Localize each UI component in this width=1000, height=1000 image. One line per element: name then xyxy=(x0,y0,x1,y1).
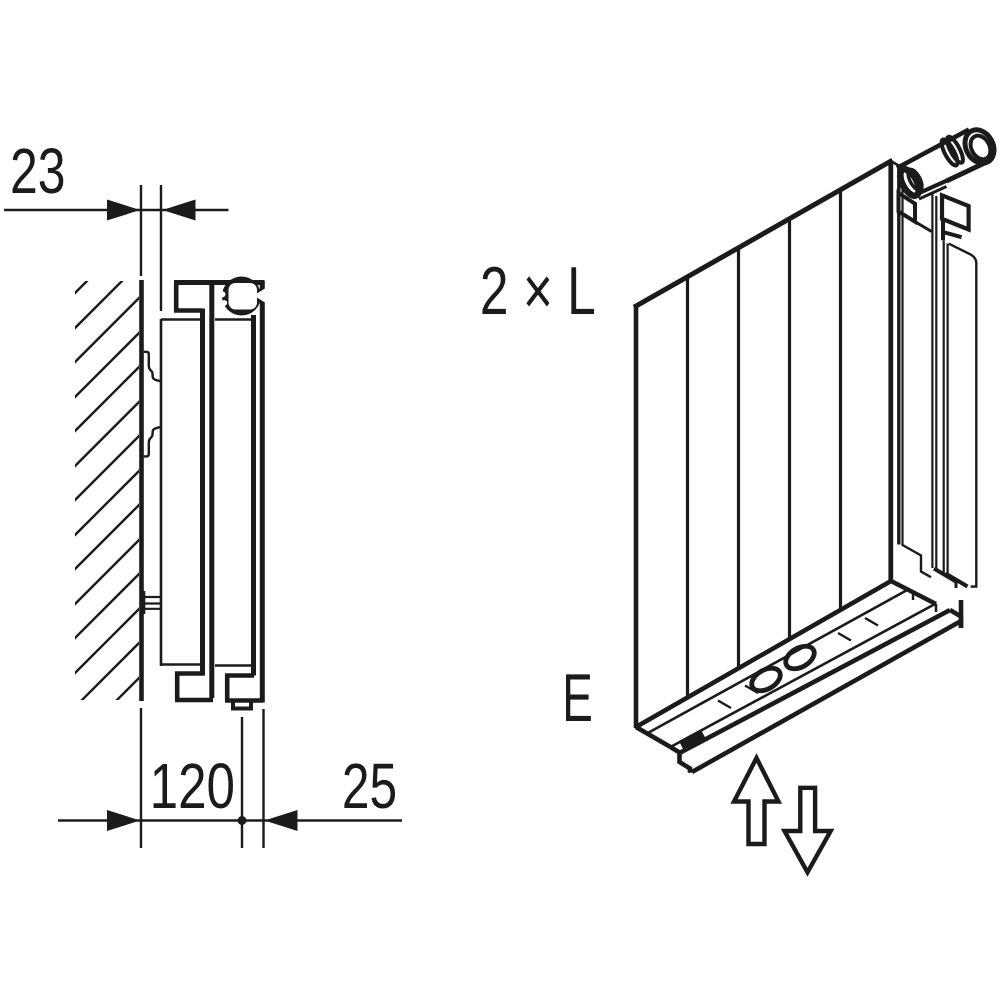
svg-text:2 × L: 2 × L xyxy=(480,252,596,329)
svg-text:25: 25 xyxy=(342,751,397,822)
svg-text:E: E xyxy=(562,661,593,736)
svg-text:23: 23 xyxy=(10,136,66,207)
svg-text:120: 120 xyxy=(150,752,235,823)
